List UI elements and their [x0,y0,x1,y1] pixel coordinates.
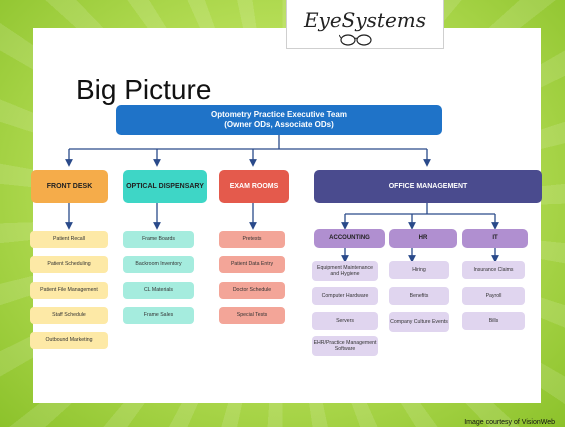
list-item: Patient File Management [30,282,108,299]
list-item: Insurance Claims [462,261,525,279]
list-item: Pretests [219,231,285,248]
executive-team-title: Optometry Practice Executive Team [211,110,347,119]
executive-team-subtitle: (Owner ODs, Associate ODs) [224,120,334,129]
list-item: CL Materials [123,282,194,299]
list-item: Backroom Inventory [123,256,194,273]
list-item: Frame Sales [123,307,194,324]
executive-team-box: Optometry Practice Executive Team (Owner… [116,105,442,135]
dept-exam-rooms: EXAM ROOMS [219,170,289,203]
dept-front-desk: FRONT DESK [31,170,108,203]
list-item: Outbound Marketing [30,332,108,349]
logo: EyeSystems [286,0,444,49]
logo-text: EyeSystems [303,8,427,32]
list-item: Staff Schedule [30,307,108,324]
page-title: Big Picture [76,74,212,105]
list-item: Doctor Schedule [219,282,285,299]
slide [33,28,541,403]
glasses-icon [339,34,372,46]
list-item: Patient Recall [30,231,108,248]
image-credit: Image courtesy of VisionWeb [464,419,555,426]
list-item: Frame Boards [123,231,194,248]
list-item: Special Tests [219,307,285,324]
sub-it: IT [462,229,528,248]
list-item: EHR/Practice Management Software [312,336,378,356]
list-item: Benefits [389,287,449,305]
sub-accounting: ACCOUNTING [314,229,385,248]
list-item: Bills [462,312,525,330]
list-item: Equipment Maintenance and Hygiene [312,261,378,281]
list-item: Company Culture Events [389,312,449,332]
sub-hr: HR [389,229,457,248]
list-item: Patient Data Entry [219,256,285,273]
list-item: Patient Scheduling [30,256,108,273]
dept-office-management: OFFICE MANAGEMENT [314,170,542,203]
list-item: Servers [312,312,378,330]
list-item: Computer Hardware [312,287,378,305]
dept-optical-dispensary: OPTICAL DISPENSARY [123,170,207,203]
list-item: Hiring [389,261,449,279]
list-item: Payroll [462,287,525,305]
